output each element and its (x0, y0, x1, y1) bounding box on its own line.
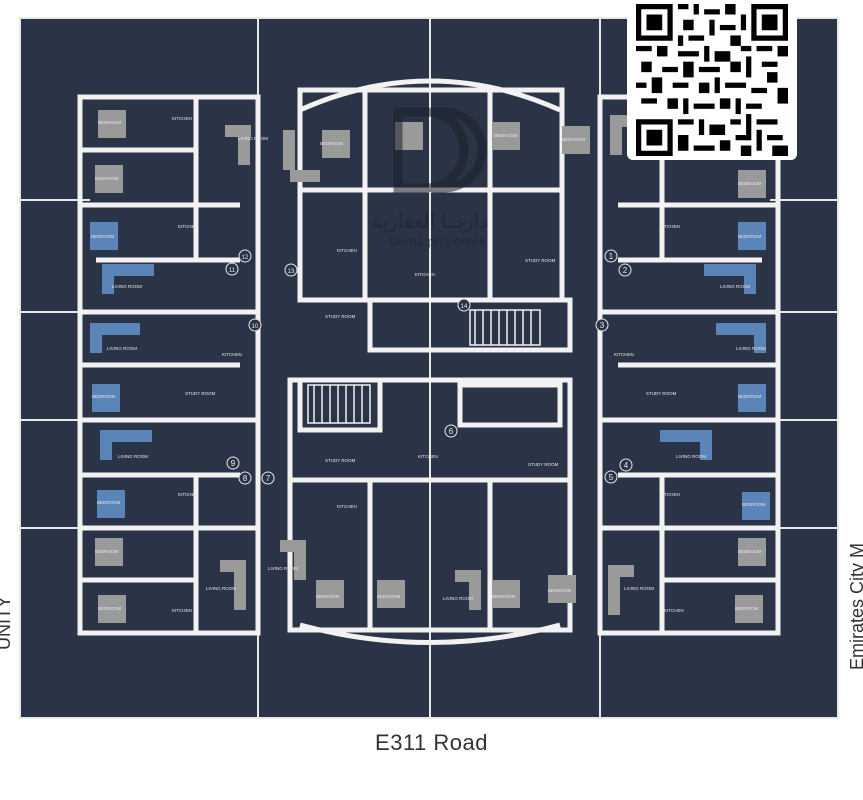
room-label: BEDROOM (91, 234, 115, 239)
unit-marker-3: 3 (595, 318, 609, 332)
unit-number: 13 (288, 269, 295, 275)
room-label: LIVING ROOM (736, 346, 766, 351)
unit-marker-10: 10 (248, 318, 262, 332)
unit-marker-1: 1 (604, 249, 618, 263)
road-label: E311 Road (375, 730, 488, 755)
unit-number: 11 (229, 268, 236, 274)
room-label: KITCHEN (337, 248, 357, 253)
room-label: LIVING ROOM (238, 136, 268, 141)
side-label-right: Emirates City M (847, 542, 863, 670)
unit-number: 3 (600, 321, 605, 330)
room-label: LIVING ROOM (624, 586, 654, 591)
room-label: BEDROOM (95, 549, 119, 554)
room-label: LIVING ROOM (107, 346, 137, 351)
room-label: KITCHEN (172, 116, 192, 121)
unit-number: 2 (623, 266, 628, 275)
room-label: BEDROOM (97, 500, 121, 505)
room-label: KITCHEN (660, 224, 680, 229)
room-label: LIVING ROOM (112, 284, 142, 289)
room-label: BEDROOM (735, 606, 759, 611)
building-walls (77, 78, 781, 645)
room-label: STUDY ROOM (528, 462, 559, 467)
room-label: BEDROOM (562, 137, 586, 142)
stairs (307, 309, 541, 424)
room-label: BEDROOM (320, 141, 344, 146)
room-label: BEDROOM (377, 594, 401, 599)
room-label: BEDROOM (738, 549, 762, 554)
bedroom-beds (90, 110, 770, 623)
room-label: BEDROOM (92, 394, 116, 399)
room-label: BEDROOM (548, 588, 572, 593)
unit-marker-14: 14 (457, 298, 471, 312)
unit-marker-6: 6 (444, 424, 458, 438)
unit-marker-11: 11 (225, 262, 239, 276)
room-label: STUDY ROOM (185, 391, 216, 396)
room-label: STUDY ROOM (646, 391, 677, 396)
room-label: LIVING ROOM (720, 284, 750, 289)
unit-marker-12: 12 (238, 249, 252, 263)
room-label: LIVING ROOM (206, 586, 236, 591)
unit-number: 5 (609, 473, 614, 482)
room-label: BEDROOM (95, 176, 119, 181)
room-label: KITCHEN (415, 272, 435, 277)
room-label: KITCHEN (172, 608, 192, 613)
room-label: LIVING ROOM (268, 566, 298, 571)
room-label: KITCHEN (664, 608, 684, 613)
room-label: KITCHEN (418, 454, 438, 459)
unit-number: 1 (609, 252, 614, 261)
room-label: BEDROOM (742, 502, 766, 507)
room-label: STUDY ROOM (325, 314, 356, 319)
room-label: STUDY ROOM (525, 258, 556, 263)
room-label: BEDROOM (738, 394, 762, 399)
unit-marker-9: 9 (226, 456, 240, 470)
room-label: BEDROOM (316, 594, 340, 599)
room-label: KITCHEN (222, 352, 242, 357)
unit-number: 7 (266, 474, 271, 483)
darna-logo-watermark: دارنــا العقارية Darna properties (372, 107, 489, 249)
unit-marker-7: 7 (261, 471, 275, 485)
room-label: KITCHEN (337, 504, 357, 509)
room-label: LIVING ROOM (118, 454, 148, 459)
room-label: BEDROOM (492, 594, 516, 599)
unit-number: 6 (449, 427, 454, 436)
room-label: BEDROOM (98, 606, 122, 611)
room-label: KITCHEN (614, 352, 634, 357)
unit-marker-8: 8 (238, 471, 252, 485)
qr-code-icon (636, 4, 788, 156)
room-labels: BEDROOM BEDROOM BEDROOM BEDROOM BEDROOM … (91, 116, 766, 613)
unit-marker-4: 4 (619, 458, 633, 472)
unit-number: 9 (231, 459, 236, 468)
room-label: LIVING ROOM (676, 454, 706, 459)
unit-marker-2: 2 (618, 263, 632, 277)
room-label: BEDROOM (738, 234, 762, 239)
room-label: KITCHEN (660, 492, 680, 497)
unit-number: 12 (242, 255, 249, 261)
room-label: BEDROOM (738, 181, 762, 186)
unit-markers: 1 2 3 4 5 6 7 8 9 10 11 12 13 14 (225, 249, 633, 485)
unit-marker-13: 13 (284, 263, 298, 277)
watermark-english: Darna properties (389, 234, 486, 249)
unit-number: 14 (461, 304, 468, 310)
room-label: KITCHEN (178, 492, 198, 497)
unit-number: 10 (252, 324, 259, 330)
qr-code (627, 0, 797, 160)
room-label: STUDY ROOM (325, 458, 356, 463)
living-room-furniture (90, 264, 766, 460)
room-label: BEDROOM (98, 120, 122, 125)
watermark-arabic: دارنــا العقارية (372, 211, 489, 233)
room-label: LIVING ROOM (443, 596, 473, 601)
room-label: BEDROOM (494, 133, 518, 138)
unit-number: 8 (243, 474, 248, 483)
unit-number: 4 (624, 461, 629, 470)
side-label-left: UNITY (0, 596, 14, 650)
room-label: KITCHEN (178, 224, 198, 229)
unit-marker-5: 5 (604, 470, 618, 484)
